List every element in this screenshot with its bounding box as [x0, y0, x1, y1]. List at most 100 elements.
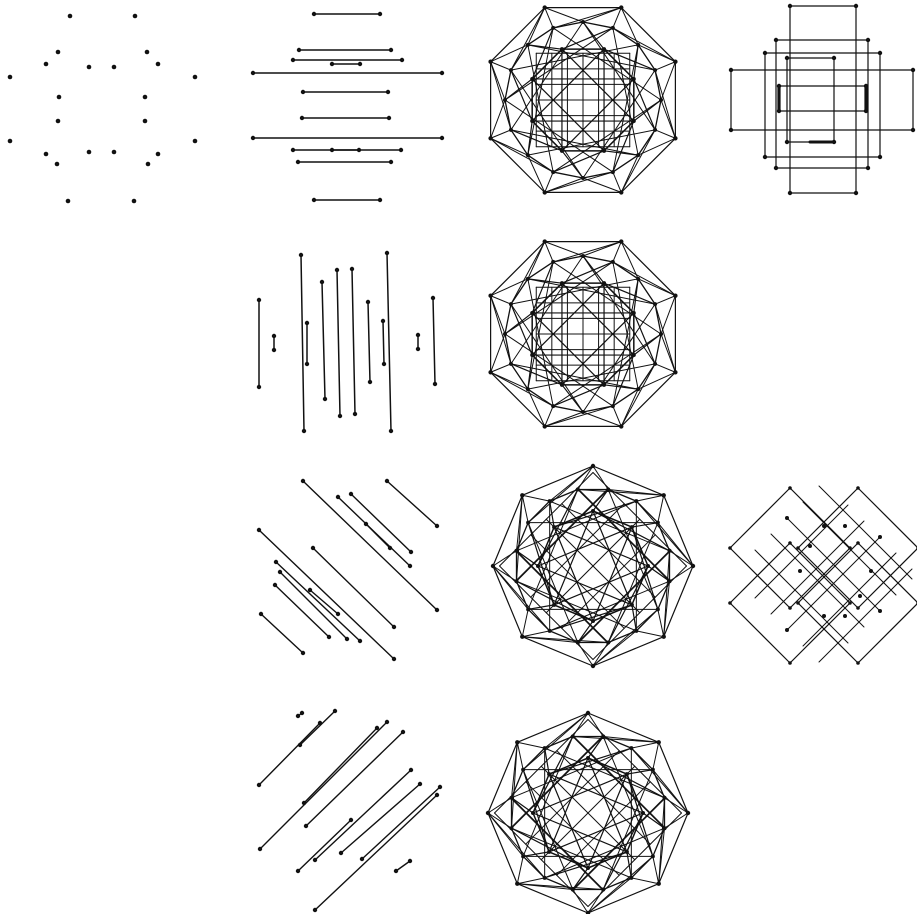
vertex [629, 746, 633, 750]
edge [798, 488, 858, 548]
vertex [433, 382, 437, 386]
edge [491, 62, 511, 130]
vertex [515, 882, 519, 886]
edge [337, 270, 340, 416]
vertex [336, 612, 340, 616]
edge [322, 282, 325, 399]
vertex [543, 876, 547, 880]
vertex [375, 726, 379, 730]
vertex [381, 319, 385, 323]
vertex [349, 818, 353, 822]
vertex [653, 128, 657, 132]
edge [658, 495, 664, 522]
edge [517, 713, 588, 742]
vertex [387, 116, 391, 120]
vertex [302, 429, 306, 433]
vertex [357, 148, 361, 152]
edge [313, 548, 394, 627]
vertex [509, 826, 513, 830]
vertex [308, 588, 312, 592]
vertex [44, 152, 49, 157]
vertex [728, 546, 732, 550]
edge [505, 334, 511, 364]
edge [562, 283, 634, 355]
panel-row1-horizontal-segments [251, 12, 444, 202]
vertex [438, 785, 442, 789]
vertex [327, 635, 331, 639]
vertex [548, 499, 552, 503]
vertex [56, 119, 61, 124]
vertex [785, 140, 789, 144]
panel-row3-diamond-grid [728, 486, 917, 665]
vertex [663, 826, 667, 830]
vertex [728, 601, 732, 605]
edge [505, 334, 613, 406]
vertex [878, 535, 882, 539]
vertex [320, 280, 324, 284]
vertex [530, 77, 534, 81]
vertex [491, 564, 495, 568]
vertex [297, 48, 301, 52]
edge [261, 614, 303, 653]
vertex [313, 858, 317, 862]
edge [362, 787, 440, 859]
vertex [606, 641, 610, 645]
vertex [673, 60, 677, 64]
edge [315, 795, 437, 910]
vertex [659, 98, 663, 102]
vertex [560, 281, 564, 285]
vertex [581, 176, 585, 180]
vertex [358, 62, 362, 66]
panel-row3-diagonal-segments [257, 479, 439, 661]
vertex [854, 4, 858, 8]
vertex [636, 387, 640, 391]
edge [562, 313, 634, 385]
panel-row1-points [8, 14, 198, 204]
vertex [611, 260, 615, 264]
edge [301, 255, 304, 431]
vertex [551, 26, 555, 30]
vertex [156, 62, 161, 67]
vertex [656, 521, 660, 525]
edge [661, 296, 675, 334]
vertex [400, 58, 404, 62]
vertex [112, 65, 117, 70]
panel-row2-vertical-segments [257, 251, 437, 433]
edge [583, 412, 621, 426]
vertex [796, 546, 800, 550]
vertex [156, 152, 161, 157]
vertex [641, 811, 645, 815]
edge [553, 242, 621, 262]
edge [491, 100, 505, 138]
edge [658, 523, 693, 566]
vertex [273, 583, 277, 587]
vertex [56, 50, 61, 55]
vertex [729, 128, 733, 132]
vertex [602, 383, 606, 387]
vertex [619, 190, 623, 194]
edge [583, 304, 655, 412]
vertex [435, 793, 439, 797]
vertex [349, 492, 353, 496]
vertex [659, 332, 663, 336]
vertex [364, 522, 368, 526]
vertex [358, 639, 362, 643]
edge [491, 296, 505, 334]
vertex [796, 601, 800, 605]
vertex [543, 5, 547, 9]
vertex [312, 198, 316, 202]
edge [588, 884, 659, 913]
edge [730, 488, 790, 548]
vertex [514, 549, 518, 553]
vertex [378, 198, 382, 202]
vertex [774, 38, 778, 42]
vertex [296, 869, 300, 873]
vertex [408, 564, 412, 568]
vertex [530, 311, 534, 315]
edge [583, 172, 613, 178]
vertex [673, 370, 677, 374]
vertex [653, 68, 657, 72]
vertex [866, 166, 870, 170]
edge [545, 412, 583, 426]
vertex [662, 493, 666, 497]
